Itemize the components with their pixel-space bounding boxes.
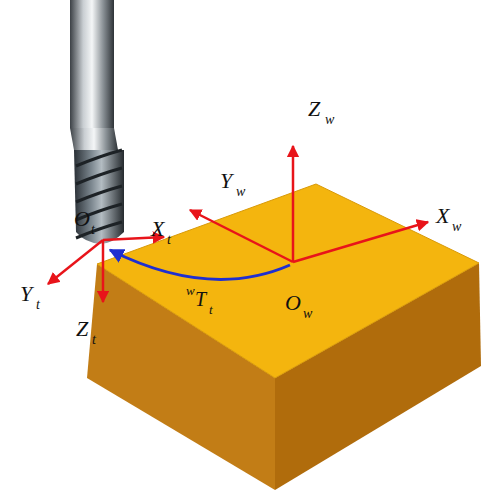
tool-frame-axes xyxy=(48,237,164,302)
axis-subscript: t xyxy=(92,333,96,347)
transform-letter: T xyxy=(195,289,206,309)
axis-letter: X xyxy=(151,218,164,240)
axis-letter: Z xyxy=(308,98,320,120)
axis-subscript: t xyxy=(167,233,171,247)
flute-stroke xyxy=(76,150,122,166)
origin-letter: O xyxy=(285,292,301,314)
axis-letter: Y xyxy=(20,283,32,305)
axis-letter: Z xyxy=(76,318,88,340)
origin-letter: O xyxy=(74,208,90,230)
flute-stroke xyxy=(76,168,122,184)
block-top-face xyxy=(97,184,479,378)
origin-subscript: w xyxy=(303,307,312,321)
end-mill xyxy=(70,0,124,244)
workpiece-frame-axes xyxy=(190,146,428,262)
transform-arc xyxy=(110,250,290,279)
axis-subscript: t xyxy=(36,298,40,312)
flute-stroke xyxy=(76,186,122,202)
axis-subscript: w xyxy=(325,113,334,127)
axis-subscript: w xyxy=(236,185,245,199)
transform-superscript: w xyxy=(186,284,195,297)
axis-letter: Y xyxy=(220,170,232,192)
axis-subscript: w xyxy=(452,220,461,234)
transform-subscript: t xyxy=(209,303,213,316)
axis-letter: X xyxy=(436,205,449,227)
origin-subscript: t xyxy=(91,223,95,237)
